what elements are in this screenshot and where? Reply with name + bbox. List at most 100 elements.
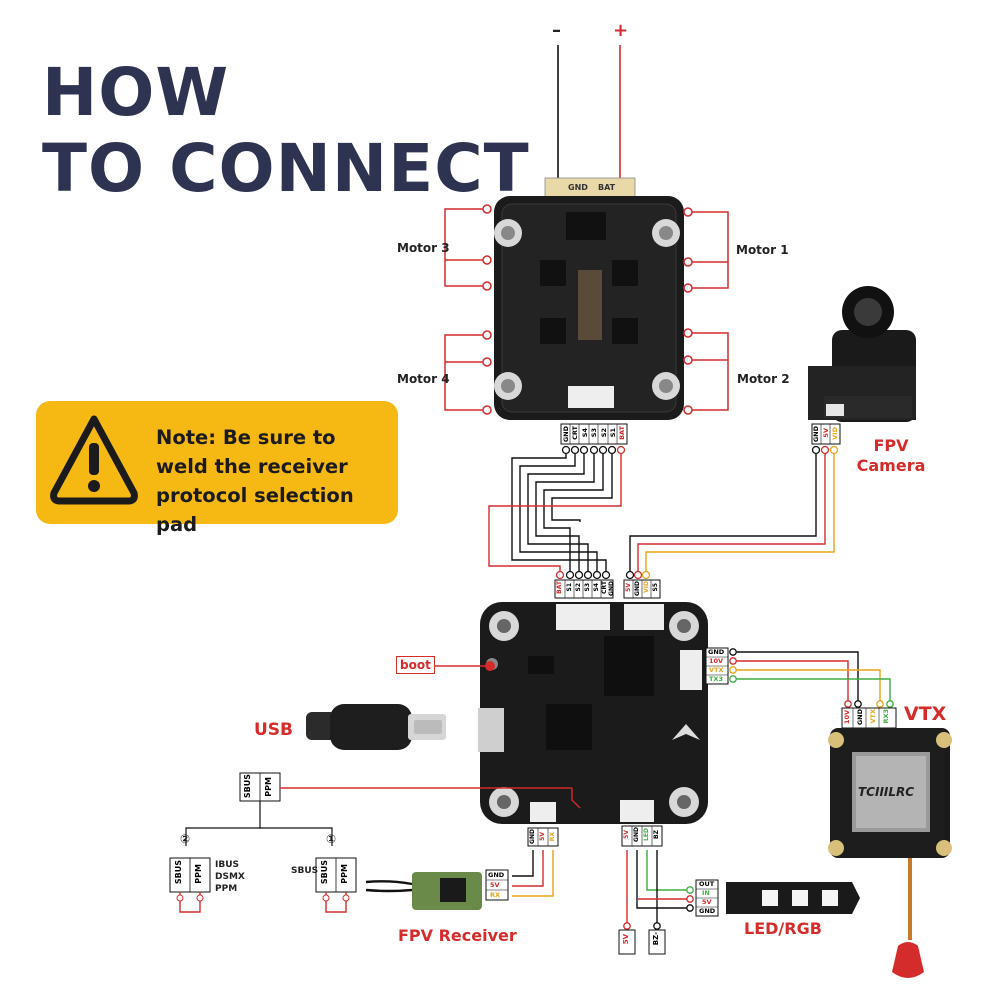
vtx-pin-labels: 10V GND VTX RX3 xyxy=(842,708,896,728)
vtx-brand-label: TCIIILRC xyxy=(858,785,915,799)
fc-vtx-pin-tx3: TX3 xyxy=(709,675,723,683)
led-rgb-label: LED/RGB xyxy=(744,919,822,938)
fc-led-pin-gnd: GND xyxy=(633,827,640,842)
battery-minus-label: – xyxy=(552,20,561,41)
option-2-pin-ppm: PPM xyxy=(194,864,203,884)
selector-pin-ppm: PPM xyxy=(264,777,273,797)
fc-vtx-pin-gnd: GND xyxy=(708,648,725,656)
receiver-selector xyxy=(169,772,581,913)
option-2-number: ② xyxy=(180,832,191,846)
camera-pin-5v: 5V xyxy=(822,428,830,438)
receiver-pin-rx: RX xyxy=(490,891,501,899)
esc-pin-s3: S3 xyxy=(590,428,598,438)
buzzer-pin-boxes xyxy=(618,929,666,955)
title-line-1: HOW xyxy=(42,54,230,131)
led-strip xyxy=(695,879,860,917)
led-wires xyxy=(626,850,690,924)
esc-bat-pad-label: BAT xyxy=(598,183,616,192)
vtx-pin-10v: 10V xyxy=(843,710,851,725)
motor-wires xyxy=(444,208,729,411)
fc-led-pin-strip xyxy=(621,825,663,847)
fc-esc-pin-s4: S4 xyxy=(593,583,600,592)
led-wire-pads xyxy=(623,886,694,930)
fc-rx-pin-strip xyxy=(527,827,559,847)
buzzer-bz-label: BZ- xyxy=(652,932,660,946)
vtx-pin-rx3: RX3 xyxy=(882,709,890,724)
vtx-label: VTX xyxy=(904,703,947,725)
battery-plus-label: + xyxy=(613,20,629,41)
option-2-pin-labels: SBUS PPM xyxy=(170,858,210,892)
selector-pin-labels: SBUS PPM xyxy=(240,773,280,801)
fc-led-pin-bz: BZ xyxy=(653,830,660,839)
option-1-pin-labels: SBUS PPM xyxy=(316,858,356,892)
led-pin-gnd: GND xyxy=(699,907,716,915)
fpv-camera xyxy=(808,286,916,445)
led-pin-labels: OUT IN 5V GND xyxy=(696,880,718,916)
fc-cam-pin-s5: S5 xyxy=(652,583,659,592)
title-line-2: TO CONNECT xyxy=(42,130,530,207)
fc-vtx-pin-labels: GND 10V VTX TX3 xyxy=(706,648,728,684)
motor-1-label: Motor 1 xyxy=(736,243,789,257)
option-2-pin-sbus: SBUS xyxy=(174,860,183,885)
fc-camera-pin-labels: 5V GND VID S5 xyxy=(624,580,660,598)
fc-esc-pin-crt: CRT xyxy=(601,581,608,594)
motor-pads xyxy=(482,204,693,415)
fc-esc-pin-s1: S1 xyxy=(566,583,573,592)
fc-esc-pin-s2: S2 xyxy=(575,583,582,592)
vtx-pin-gnd: GND xyxy=(856,709,864,726)
camera-pads xyxy=(625,445,839,580)
esc-gnd-pad-label: GND xyxy=(568,183,588,192)
note-text: Note: Be sure to weld the receiver proto… xyxy=(156,426,354,536)
esc-pin-s4: S4 xyxy=(581,428,589,438)
fc-led-pin-labels: 5V GND LED BZ xyxy=(622,826,662,846)
fc-led-pin-led: LED xyxy=(643,828,650,841)
camera-wires xyxy=(629,450,835,572)
fc-led-pin-5v: 5V xyxy=(623,830,630,839)
fc-cam-pin-5v: 5V xyxy=(625,583,632,592)
receiver-pin-5v: 5V xyxy=(490,881,500,889)
fc-vtx-pin-vtx: VTX xyxy=(709,666,724,674)
fc-esc-pin-gnd: GND xyxy=(608,581,615,596)
camera-pin-vid: VID xyxy=(831,427,839,440)
option-1-number: ① xyxy=(326,832,337,846)
fc-cam-pin-vid: VID xyxy=(643,581,650,593)
esc-pin-crt: CRT xyxy=(571,426,579,440)
led-pin-in: IN xyxy=(702,889,710,897)
flight-controller-board xyxy=(478,602,708,824)
esc-fc-harness xyxy=(488,450,622,572)
fc-rx-pin-5v: 5V xyxy=(539,832,546,841)
vtx-pin-vtx: VTX xyxy=(869,709,877,724)
warning-triangle-icon xyxy=(50,415,138,505)
vtx-board xyxy=(828,707,952,978)
fc-camera-pin-strip xyxy=(623,579,661,599)
led-pin-5v: 5V xyxy=(702,898,712,906)
option-2-protocol-ppm: PPM xyxy=(215,884,238,894)
esc-pin-s2: S2 xyxy=(600,428,608,438)
fc-vtx-pin-strip xyxy=(705,647,729,685)
fpv-camera-label: FPV Camera xyxy=(856,436,926,475)
boot-label: boot xyxy=(396,656,435,674)
fpv-receiver-label: FPV Receiver xyxy=(398,926,517,945)
camera-pin-gnd: GND xyxy=(812,426,820,443)
vtx-wire-pads xyxy=(729,648,894,708)
motor-4-label: Motor 4 xyxy=(397,372,450,386)
esc-pin-labels: GND CRT S4 S3 S2 S1 BAT xyxy=(561,424,627,444)
fc-esc-pin-bat: BAT xyxy=(556,581,563,594)
fc-rx-pin-rx: RX xyxy=(549,832,556,842)
option-1-pin-ppm: PPM xyxy=(340,864,349,884)
buzzer-5v-label: 5V xyxy=(622,934,630,945)
motor-3-label: Motor 3 xyxy=(397,241,450,255)
note-box: Note: Be sure to weld the receiver proto… xyxy=(36,401,398,536)
camera-pin-labels: GND 5V VID xyxy=(812,424,840,444)
fpv-receiver xyxy=(365,869,509,910)
fc-esc-pin-labels: BAT S1 S2 S3 S4 CRT GND xyxy=(555,580,615,598)
fc-rx-pin-labels: GND 5V RX xyxy=(528,828,558,846)
esc-pin-s1: S1 xyxy=(609,428,617,438)
option-2-protocol-ibus: IBUS xyxy=(215,860,239,870)
option-2-protocol-dsmx: DSMX xyxy=(215,872,245,882)
motor-2-label: Motor 2 xyxy=(737,372,790,386)
esc-board xyxy=(494,177,684,420)
selector-pin-sbus: SBUS xyxy=(243,774,252,799)
receiver-pin-labels: GND 5V RX xyxy=(486,870,508,900)
